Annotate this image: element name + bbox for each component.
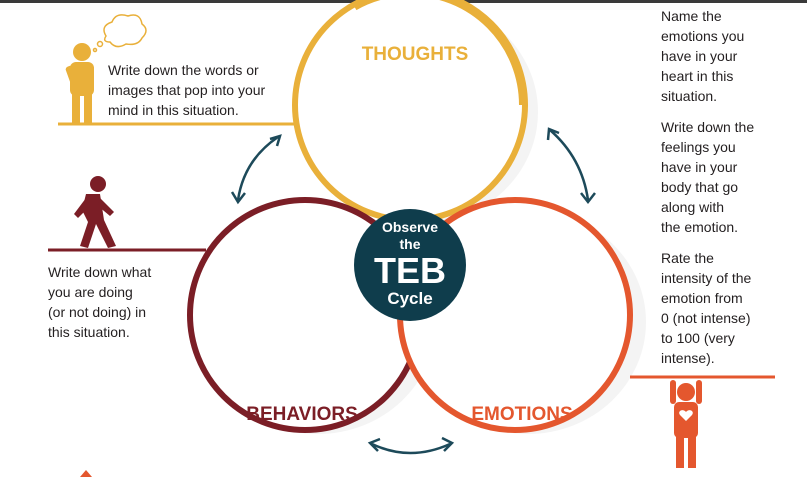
person-holding-heart-icon [670, 380, 702, 468]
emotions-text-line: have in your [661, 48, 738, 64]
emotions-paragraph-feelings: Write down the feelings you have in your… [661, 117, 801, 237]
thoughts-text-line: images that pop into your [108, 82, 266, 98]
emotions-description: Name the emotions you have in your heart… [661, 6, 801, 379]
center-circle [354, 209, 466, 321]
arrow-thoughts-emotions [546, 127, 596, 205]
behaviors-text-line: this situation. [48, 324, 130, 340]
center-line-cycle: Cycle [387, 289, 432, 308]
thoughts-text-line: Write down the words or [108, 62, 259, 78]
center-line-the: the [400, 236, 421, 252]
thinking-person-icon [65, 43, 94, 124]
behaviors-label: BEHAVIORS [246, 404, 358, 425]
emotions-text-line: Name the [661, 8, 722, 24]
thoughts-circle-overlap [295, 0, 525, 220]
emotions-text-line: to 100 (very [661, 330, 735, 346]
center-line-observe: Observe [382, 219, 438, 235]
emotions-text-line: feelings you [661, 139, 736, 155]
emotions-text-line: body that go [661, 179, 739, 195]
arrow-thoughts-behaviors [230, 134, 282, 205]
thoughts-description: Write down the words or images that pop … [108, 60, 265, 120]
emotions-text-line: emotion from [661, 290, 743, 306]
emotions-text-line: intensity of the [661, 270, 752, 286]
emotions-text-line: Write down the [661, 119, 755, 135]
emotions-text-line: Rate the [661, 250, 714, 266]
thoughts-text-line: mind in this situation. [108, 102, 239, 118]
emotions-paragraph-name: Name the emotions you have in your heart… [661, 6, 801, 106]
behaviors-text-line: Write down what [48, 264, 152, 280]
emotions-text-line: intense). [661, 350, 715, 366]
emotions-text-line: emotions you [661, 28, 745, 44]
emotions-paragraph-rate: Rate the intensity of the emotion from 0… [661, 248, 801, 368]
emotions-text-line: along with [661, 199, 725, 215]
walking-person-icon [74, 176, 116, 248]
emotions-text-line: 0 (not intense) [661, 310, 751, 326]
behaviors-description: Write down what you are doing (or not do… [48, 262, 151, 342]
emotions-label: EMOTIONS [471, 404, 572, 425]
emotions-text-line: have in your [661, 159, 738, 175]
thoughts-label: THOUGHTS [362, 44, 469, 65]
thoughts-circle [292, 0, 528, 223]
behaviors-text-line: (or not doing) in [48, 304, 147, 320]
emotions-text-line: heart in this [661, 68, 734, 84]
emotions-text-line: the emotion. [661, 219, 739, 235]
behaviors-text-line: you are doing [48, 284, 133, 300]
thought-cloud-icon [92, 14, 147, 53]
center-line-teb: TEB [374, 250, 446, 291]
arrow-behaviors-emotions [367, 436, 455, 455]
decorative-mark [80, 470, 92, 477]
emotions-text-line: situation. [661, 88, 718, 104]
